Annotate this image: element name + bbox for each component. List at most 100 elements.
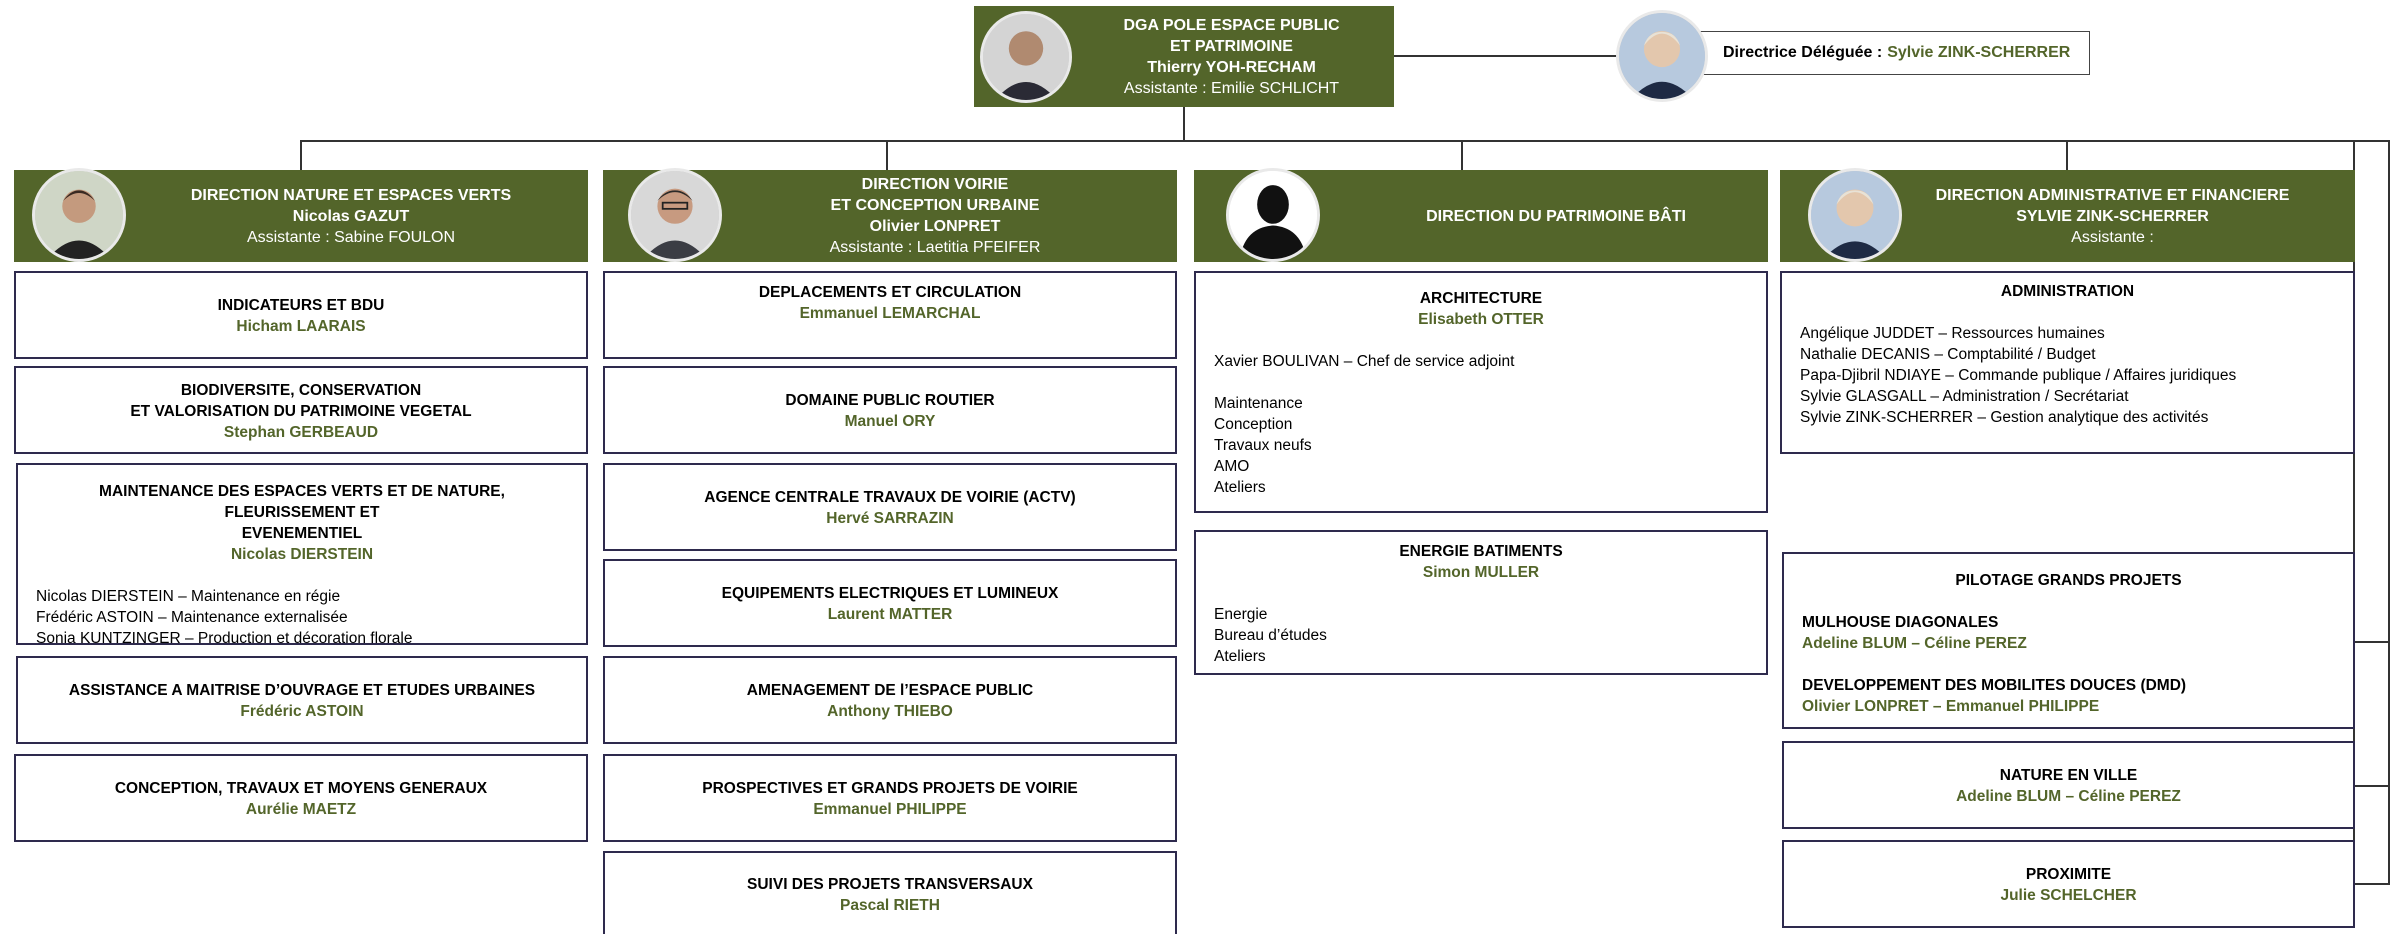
delegate-name: Sylvie ZINK-SCHERRER (1887, 44, 2071, 61)
box-name: Hicham LAARAIS (236, 318, 366, 335)
list-item: Maintenance (1214, 395, 1303, 412)
box-name: Laurent MATTER (827, 606, 953, 623)
col4-box-pilotage: PILOTAGE GRANDS PROJETS MULHOUSE DIAGONA… (1782, 552, 2355, 729)
list-item: Sylvie GLASGALL – Administration / Secré… (1800, 388, 2129, 405)
box-title-line2: EVENEMENTIEL (241, 525, 363, 542)
list-item: Sylvie ZINK-SCHERRER – Gestion analytiqu… (1800, 409, 2209, 426)
box-name: Simon MULLER (1422, 564, 1540, 581)
delegate-label: Directrice Déléguée : (1723, 44, 1883, 61)
delegate-box: Directrice Déléguée : Sylvie ZINK-SCHERR… (1660, 31, 2090, 75)
box-name: Stephan GERBEAUD (223, 424, 379, 441)
connector-right-vertical (2353, 140, 2355, 884)
dga-assistant: Assistante : Emilie SCHLICHT (1123, 79, 1340, 97)
dga-name: Thierry YOH-RECHAM (1147, 58, 1316, 76)
box-name: Julie SCHELCHER (2000, 887, 2137, 904)
col1-box-maintenance: MAINTENANCE DES ESPACES VERTS ET DE NATU… (16, 463, 588, 647)
list-item: Ateliers (1214, 648, 1266, 665)
col2-box-amenagement: AMENAGEMENT DE l’ESPACE PUBLIC Anthony T… (603, 656, 1177, 744)
box-name: Manuel ORY (844, 413, 936, 430)
dga-title-line1: DGA POLE ESPACE PUBLIC (1123, 16, 1340, 34)
col1-title: DIRECTION NATURE ET ESPACES VERTS (190, 186, 512, 204)
col2-box-suivi: SUIVI DES PROJETS TRANSVERSAUX Pascal RI… (603, 851, 1177, 934)
list-item: Papa-Djibril NDIAYE – Commande publique … (1800, 367, 2237, 384)
box-title: CONCEPTION, TRAVAUX ET MOYENS GENERAUX (114, 780, 488, 797)
col1-photo (32, 168, 126, 262)
connector-col4 (2066, 140, 2068, 170)
delegate-photo (1616, 10, 1708, 102)
col4-name: SYLVIE ZINK-SCHERRER (2016, 207, 2209, 225)
list-item: Xavier BOULIVAN – Chef de service adjoin… (1214, 353, 1515, 370)
col4-photo (1808, 168, 1902, 262)
col3-title: DIRECTION DU PATRIMOINE BÂTI (1426, 207, 1686, 225)
col4-box-administration: ADMINISTRATION Angélique JUDDET – Ressou… (1780, 271, 2355, 454)
box-title: ASSISTANCE A MAITRISE D’OUVRAGE ET ETUDE… (68, 682, 536, 699)
col1-box-indicateurs: INDICATEURS ET BDU Hicham LAARAIS (14, 271, 588, 359)
list-item: AMO (1214, 458, 1250, 475)
col2-box-deplacements: DEPLACEMENTS ET CIRCULATION Emmanuel LEM… (603, 271, 1177, 359)
connector-horizontal (300, 140, 2354, 142)
box-title-line1: BIODIVERSITE, CONSERVATION (180, 382, 422, 399)
box-title: PILOTAGE GRANDS PROJETS (1955, 572, 2182, 589)
col2-box-actv: AGENCE CENTRALE TRAVAUX DE VOIRIE (ACTV)… (603, 463, 1177, 551)
box-name: Elisabeth OTTER (1418, 311, 1544, 328)
connector-col2 (886, 140, 888, 170)
connector-stub-pilotage (2355, 641, 2389, 643)
box-title-line2: ET VALORISATION DU PATRIMOINE VEGETAL (130, 403, 472, 420)
project-title: DEVELOPPEMENT DES MOBILITES DOUCES (DMD) (1802, 677, 2187, 694)
col4-box-proximite: PROXIMITE Julie SCHELCHER (1782, 840, 2355, 928)
project-title: MULHOUSE DIAGONALES (1802, 614, 1999, 631)
col1-assistant: Assistante : Sabine FOULON (246, 228, 456, 246)
col2-box-prospectives: PROSPECTIVES ET GRANDS PROJETS DE VOIRIE… (603, 754, 1177, 842)
box-name: Pascal RIETH (840, 897, 940, 914)
list-item: Bureau d’études (1214, 627, 1327, 644)
col2-title-line1: DIRECTION VOIRIE (861, 176, 1009, 193)
col2-box-domaine: DOMAINE PUBLIC ROUTIER Manuel ORY (603, 366, 1177, 454)
col3-box-architecture: ARCHITECTURE Elisabeth OTTER Xavier BOUL… (1194, 271, 1768, 513)
box-title: DEPLACEMENTS ET CIRCULATION (758, 284, 1022, 301)
list-item: Conception (1214, 416, 1293, 433)
silhouette-placeholder-icon (1229, 171, 1317, 259)
connector-top-down (1183, 107, 1185, 141)
box-name: Aurélie MAETZ (245, 801, 357, 818)
list-item: Angélique JUDDET – Ressources humaines (1800, 325, 2105, 342)
box-name: Emmanuel PHILIPPE (813, 801, 967, 818)
list-item: Ateliers (1214, 479, 1266, 496)
connector-stub-nature (2355, 785, 2389, 787)
box-title: ENERGIE BATIMENTS (1399, 543, 1563, 560)
col2-assistant: Assistante : Laetitia PFEIFER (829, 239, 1041, 256)
connector-delegate (1394, 55, 1620, 57)
col1-box-assistance: ASSISTANCE A MAITRISE D’OUVRAGE ET ETUDE… (16, 656, 588, 744)
col2-photo (628, 168, 722, 262)
box-title-line1: MAINTENANCE DES ESPACES VERTS ET DE NATU… (99, 483, 505, 521)
list-item: Energie (1214, 606, 1268, 623)
col2-name: Olivier LONPRET (869, 218, 1001, 235)
box-title: PROSPECTIVES ET GRANDS PROJETS DE VOIRIE (702, 780, 1078, 797)
connector-col1 (300, 140, 302, 170)
box-name: Adeline BLUM – Céline PEREZ (1956, 788, 2181, 805)
box-name: Frédéric ASTOIN (240, 703, 364, 720)
box-title: ADMINISTRATION (2000, 283, 2135, 300)
connector-rail-top (2354, 140, 2390, 142)
box-name: Hervé SARRAZIN (826, 510, 954, 527)
dga-photo (980, 11, 1072, 103)
box-title: ARCHITECTURE (1419, 290, 1543, 307)
col2-box-equipements: EQUIPEMENTS ELECTRIQUES ET LUMINEUX Laur… (603, 559, 1177, 647)
box-name: Nicolas DIERSTEIN (230, 546, 374, 563)
col3-box-energie: ENERGIE BATIMENTS Simon MULLER Energie B… (1194, 530, 1768, 675)
col3-photo (1226, 168, 1320, 262)
list-item: Nathalie DECANIS – Comptabilité / Budget (1800, 346, 2096, 363)
box-title: AMENAGEMENT DE l’ESPACE PUBLIC (746, 682, 1034, 699)
box-name: Emmanuel LEMARCHAL (799, 305, 981, 322)
col4-title: DIRECTION ADMINISTRATIVE ET FINANCIERE (1935, 186, 2290, 204)
col4-box-nature: NATURE EN VILLE Adeline BLUM – Céline PE… (1782, 741, 2355, 829)
col1-name: Nicolas GAZUT (292, 207, 410, 225)
box-name: Anthony THIEBO (827, 703, 953, 720)
col2-title-line2: ET CONCEPTION URBAINE (830, 197, 1040, 214)
box-title: NATURE EN VILLE (1999, 767, 2138, 784)
list-item: Travaux neufs (1214, 437, 1312, 454)
list-item: Nicolas DIERSTEIN – Maintenance en régie (36, 588, 341, 605)
box-title: PROXIMITE (2025, 866, 2112, 883)
col1-box-conception: CONCEPTION, TRAVAUX ET MOYENS GENERAUX A… (14, 754, 588, 842)
box-title: SUIVI DES PROJETS TRANSVERSAUX (747, 876, 1033, 893)
list-item: Frédéric ASTOIN – Maintenance externalis… (36, 609, 348, 626)
